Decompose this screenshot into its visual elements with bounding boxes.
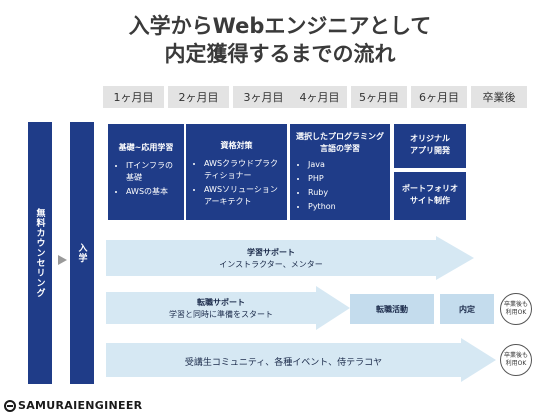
- arrow-right-icon: [58, 255, 67, 265]
- job-hunting-label: 転職活動: [376, 304, 408, 314]
- learning-support-subtitle: インストラクター、メンター: [219, 260, 323, 269]
- offer-label: 内定: [459, 304, 475, 314]
- badge-line2: 利用OK: [505, 360, 527, 367]
- learning-support-title: 学習サポート: [247, 248, 295, 257]
- usable-after-graduation-badge: 卒業後も 利用OK: [500, 344, 532, 376]
- language-item: Java: [308, 159, 386, 171]
- enrollment-bar: 入学: [70, 122, 94, 384]
- badge-line1: 卒業後も: [503, 352, 528, 359]
- portfolio-line1: ポートフォリオ: [402, 184, 458, 193]
- page-title-line1: 入学からWebエンジニアとして: [128, 14, 432, 38]
- month-4: 4ヶ月目: [292, 86, 347, 108]
- basics-learning-box: 基礎~応用学習 ITインフラの基礎 AWSの基本: [108, 124, 184, 220]
- samurai-logo-icon: [4, 400, 16, 412]
- page-title-line2: 内定獲得するまでの流れ: [164, 42, 396, 66]
- certification-item: AWSソリューションアーキテクト: [204, 184, 283, 208]
- month-after-graduation: 卒業後: [471, 86, 527, 108]
- badge-line1: 卒業後も: [503, 301, 528, 308]
- job-hunting-box: 転職活動: [350, 294, 434, 324]
- free-counseling-bar: 無料カウンセリング: [28, 122, 52, 384]
- programming-language-box: 選択したプログラミング 言語の学習 Java PHP Ruby Python: [290, 124, 390, 220]
- portfolio-box: ポートフォリオ サイト制作: [394, 172, 466, 220]
- learning-support-arrow: [106, 236, 474, 280]
- original-app-line1: オリジナル: [410, 134, 450, 143]
- language-item: Python: [308, 201, 386, 213]
- month-1: 1ヶ月目: [103, 86, 164, 108]
- month-3: 3ヶ月目: [233, 86, 294, 108]
- career-support-title: 転職サポート: [197, 298, 245, 307]
- language-item: PHP: [308, 173, 386, 185]
- original-app-line2: アプリ開発: [410, 146, 450, 155]
- month-6: 6ヶ月目: [411, 86, 467, 108]
- language-title-line1: 選択したプログラミング: [296, 132, 384, 141]
- month-5: 5ヶ月目: [351, 86, 407, 108]
- basics-title: 基礎~応用学習: [118, 143, 174, 152]
- basics-item: ITインフラの基礎: [126, 160, 180, 184]
- language-item: Ruby: [308, 187, 386, 199]
- certification-title: 資格対策: [220, 141, 253, 150]
- career-support-arrow: [106, 286, 350, 330]
- language-title-line2: 言語の学習: [320, 144, 360, 153]
- badge-line2: 利用OK: [505, 309, 527, 316]
- portfolio-line2: サイト制作: [410, 196, 450, 205]
- community-arrow: [106, 338, 496, 382]
- company-logo-text: SAMURAIENGINEER: [18, 399, 143, 412]
- offer-box: 内定: [440, 294, 494, 324]
- community-text: 受講生コミュニティ、各種イベント、侍テラコヤ: [184, 358, 383, 368]
- basics-item: AWSの基本: [126, 186, 180, 198]
- usable-after-graduation-badge: 卒業後も 利用OK: [500, 293, 532, 325]
- certification-box: 資格対策 AWSクラウドプラクティショナー AWSソリューションアーキテクト: [186, 124, 287, 220]
- month-2: 2ヶ月目: [168, 86, 229, 108]
- original-app-box: オリジナル アプリ開発: [394, 124, 466, 168]
- career-support-subtitle: 学習と同時に準備をスタート: [169, 310, 273, 319]
- certification-item: AWSクラウドプラクティショナー: [204, 158, 283, 182]
